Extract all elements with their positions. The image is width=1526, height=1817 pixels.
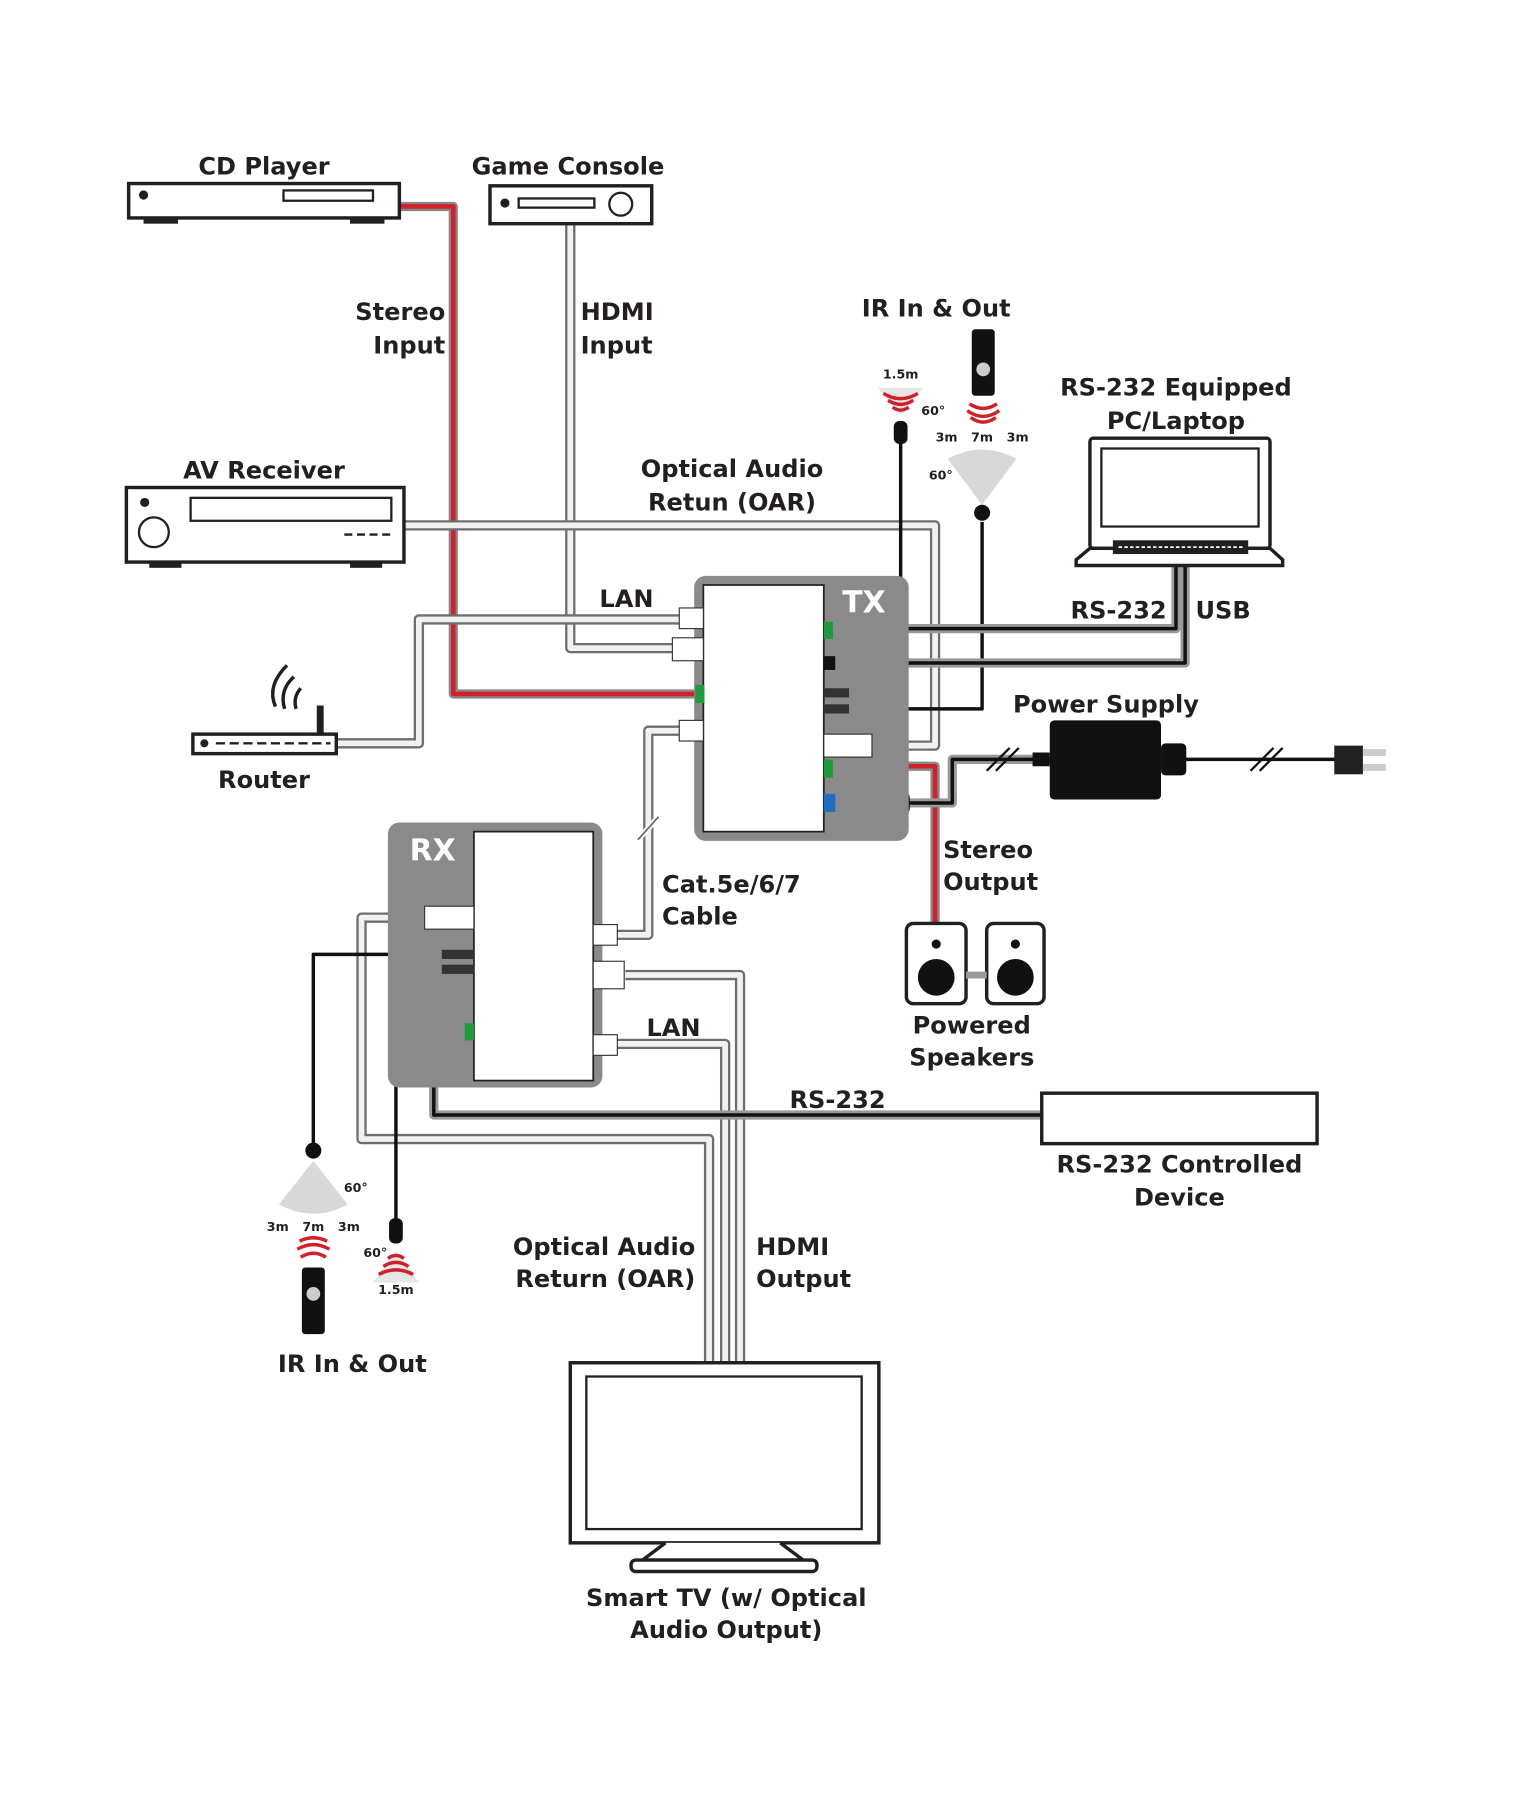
svg-text:3m: 3m	[338, 1219, 360, 1234]
pc-laptop: RS-232 Equipped PC/Laptop	[1060, 374, 1292, 568]
stereo-output-label-1: Stereo	[943, 836, 1033, 864]
rx-hdmi-port	[592, 960, 625, 990]
ir-bottom: 60° 3m 7m 3m 60° 1.5m IR In & Out	[267, 1142, 427, 1378]
ir-emitter-bottom: 60° 1.5m	[363, 1218, 419, 1297]
ir-top-label: IR In & Out	[862, 295, 1011, 323]
ir-bottom-label: IR In & Out	[278, 1350, 427, 1378]
tx-hdmi-port	[671, 637, 704, 662]
svg-text:3m: 3m	[1007, 430, 1029, 445]
rs232-bottom-label: RS-232	[789, 1086, 885, 1114]
game-console: Game Console	[472, 152, 665, 226]
ir-receiver-top: 3m 7m 3m 60°	[929, 430, 1029, 521]
cat-cable	[602, 725, 683, 941]
hdmi-input-label-2: Input	[581, 331, 653, 359]
hdmi-output-label-1: HDMI	[756, 1233, 829, 1261]
svg-text:7m: 7m	[302, 1219, 324, 1234]
svg-text:3m: 3m	[267, 1219, 289, 1234]
rs232-top-cable	[831, 565, 1181, 634]
cat-cable-label-1: Cat.5e/6/7	[662, 870, 801, 898]
ir-top: IR In & Out 1.5m 60° 3m 7m 3m 60°	[862, 295, 1029, 521]
lan-top-cable	[336, 614, 683, 749]
cd-player: CD Player	[126, 152, 402, 224]
oar-top-label-1: Optical Audio	[641, 455, 823, 483]
pc-laptop-label-2: PC/Laptop	[1107, 407, 1245, 435]
svg-text:7m: 7m	[971, 430, 993, 445]
pc-laptop-label-1: RS-232 Equipped	[1060, 374, 1292, 402]
powered-speakers: Powered Speakers	[904, 921, 1046, 1072]
svg-text:60°: 60°	[344, 1180, 368, 1195]
ir-receiver-bottom: 60° 3m 7m 3m	[267, 1142, 368, 1234]
lan-bottom-label: LAN	[646, 1014, 700, 1042]
speakers-label-1: Powered	[913, 1012, 1031, 1040]
hdmi-output-label-2: Output	[756, 1265, 851, 1293]
lan-top-label: LAN	[599, 585, 653, 613]
stereo-input-label-1: Stereo	[355, 298, 445, 326]
rx-label: RX	[410, 833, 456, 868]
smart-tv-label-1: Smart TV (w/ Optical	[586, 1584, 867, 1612]
lan-bottom-cable	[602, 1038, 731, 1363]
stereo-input-label-2: Input	[373, 331, 445, 359]
tx-unit: TX	[671, 575, 909, 841]
av-receiver: AV Receiver	[124, 456, 406, 568]
ir-emitter-top: 1.5m 60°	[877, 367, 945, 444]
rx-unit: RX	[387, 822, 625, 1088]
svg-text:60°: 60°	[929, 467, 953, 482]
hdmi-input-cable	[565, 223, 677, 654]
smart-tv: Smart TV (w/ Optical Audio Output)	[568, 1361, 881, 1644]
tx-label: TX	[842, 586, 885, 621]
game-console-label: Game Console	[472, 152, 665, 180]
remote-control-bottom	[296, 1235, 331, 1335]
tx-cat-port	[678, 719, 704, 742]
power-supply-label: Power Supply	[1013, 690, 1199, 718]
tx-audio-in-port	[695, 684, 705, 704]
usb-label: USB	[1195, 596, 1250, 624]
ir-emitter-top-range: 1.5m	[883, 367, 918, 382]
tx-rs232-port	[823, 621, 833, 639]
rs232-controlled-device: RS-232 Controlled Device	[1040, 1091, 1319, 1212]
tx-opt-out-port	[823, 733, 873, 758]
rs232-device-label-2: Device	[1134, 1184, 1225, 1212]
tx-lan-port	[678, 607, 704, 630]
tx-ir-ports	[823, 688, 850, 698]
cd-player-label: CD Player	[198, 152, 329, 180]
rx-rs232-port	[464, 1023, 474, 1041]
oar-top-label-2: Retun (OAR)	[648, 488, 816, 516]
tx-usb-port	[823, 656, 836, 670]
ir-emitter-top-angle: 60°	[921, 403, 945, 418]
power-supply: Power Supply	[1013, 690, 1386, 800]
svg-text:3m: 3m	[936, 430, 958, 445]
cat-cable-label-2: Cable	[662, 903, 738, 931]
router: Router	[191, 664, 339, 794]
stereo-input-cable	[399, 201, 700, 699]
rs232-device-label-1: RS-232 Controlled	[1056, 1150, 1302, 1178]
svg-text:60°: 60°	[363, 1245, 387, 1260]
oar-bottom-label-2: Return (OAR)	[515, 1265, 695, 1293]
tx-audio-out-port	[823, 759, 833, 778]
rx-lan-port	[592, 1034, 618, 1056]
smart-tv-label-2: Audio Output)	[630, 1616, 822, 1644]
svg-text:1.5m: 1.5m	[378, 1282, 413, 1297]
rx-ir-ports	[441, 949, 474, 959]
usb-cable	[831, 565, 1190, 668]
speakers-label-2: Speakers	[909, 1044, 1034, 1072]
rs232-top-label: RS-232	[1071, 596, 1167, 624]
oar-bottom-label-1: Optical Audio	[513, 1233, 695, 1261]
remote-control-top	[966, 329, 1001, 424]
stereo-output-label-2: Output	[943, 868, 1038, 896]
hdmi-input-label-1: HDMI	[581, 298, 654, 326]
cable-labels: Stereo Input HDMI Input Optical Audio Re…	[355, 298, 1250, 1293]
rx-opt-in-port	[424, 905, 475, 930]
tx-power-port	[823, 793, 836, 813]
router-label: Router	[218, 766, 310, 794]
hdmi-output-cable	[625, 969, 746, 1363]
av-receiver-label: AV Receiver	[183, 456, 345, 484]
rx-cat-port	[592, 923, 618, 946]
